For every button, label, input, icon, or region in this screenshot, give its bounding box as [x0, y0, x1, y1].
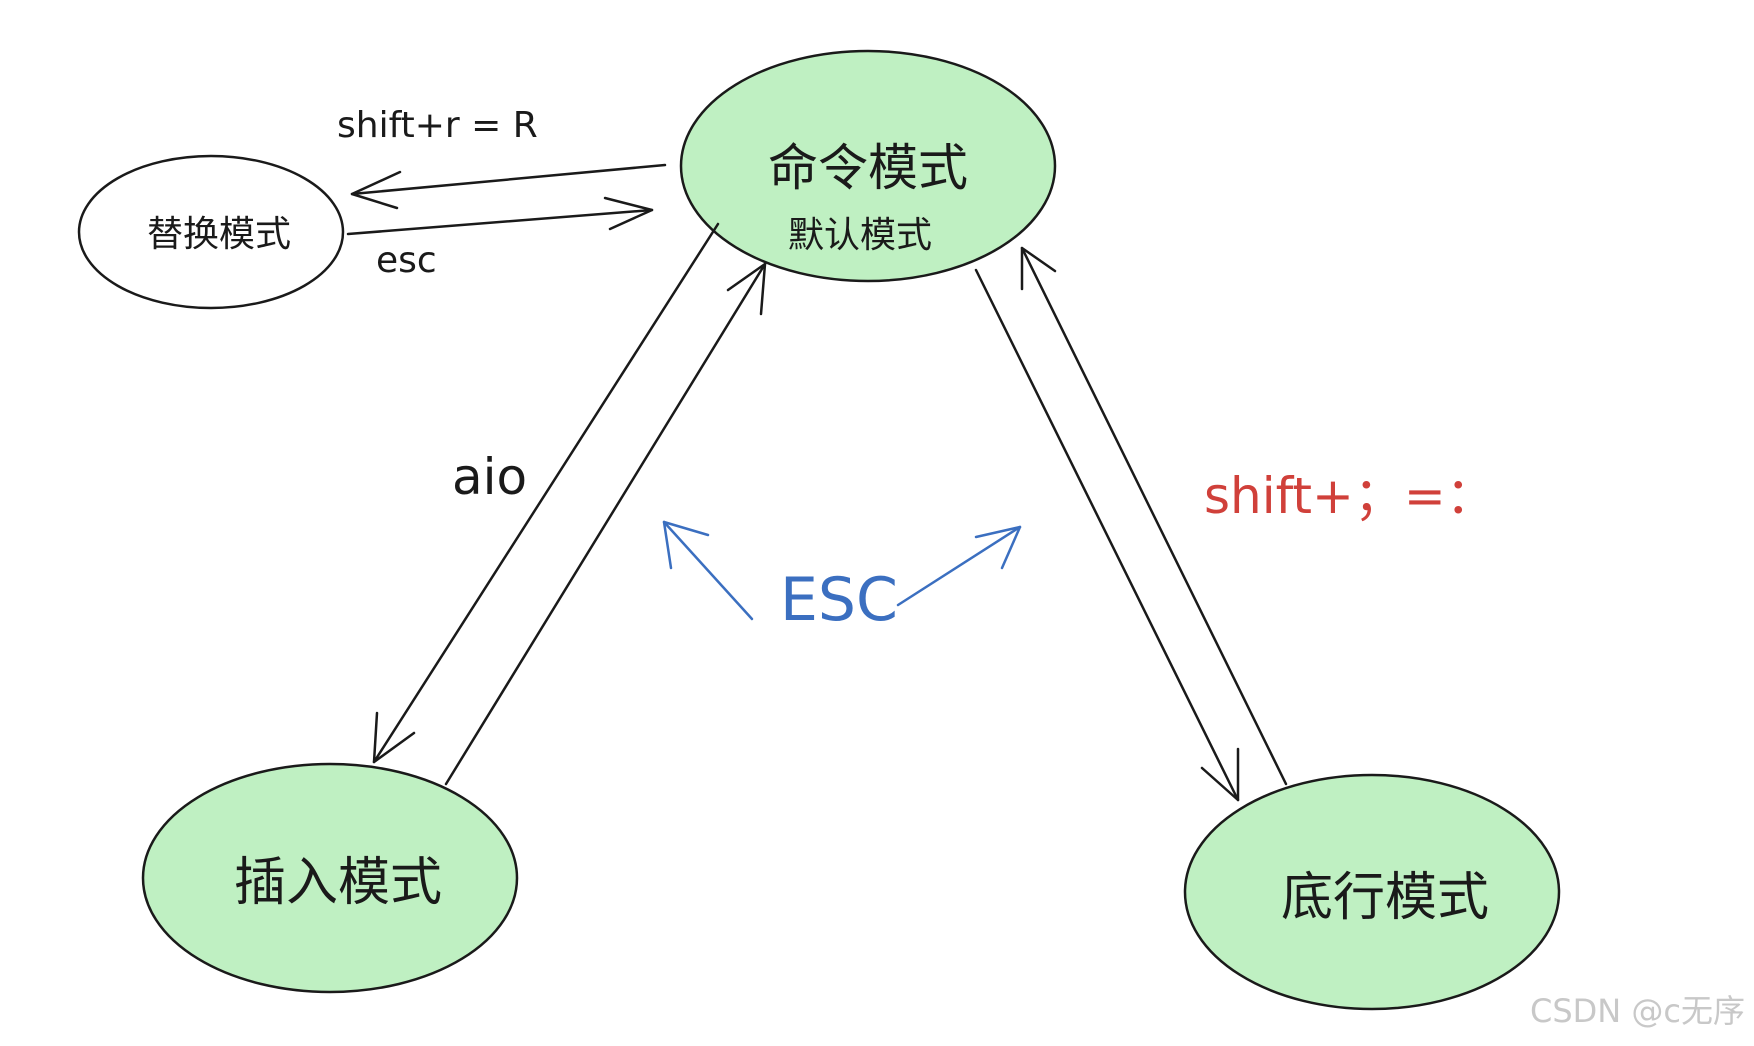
arrow-bottom-to-command [1020, 246, 1288, 786]
arrow-insert-to-command [444, 262, 767, 786]
arrow-command-to-replace [350, 163, 667, 196]
label-to-bottom: shift+；=： [1204, 467, 1496, 525]
arrowhead-insert-to-command [726, 262, 767, 316]
label-from-replace: esc [376, 240, 437, 281]
watermark: CSDN @c无序 [1530, 992, 1745, 1030]
insert-mode-label: 插入模式 [234, 853, 442, 913]
label-to-insert: aio [452, 448, 527, 506]
replace-mode-ellipse [77, 154, 345, 310]
arrowhead-bottom-to-command [1020, 246, 1057, 291]
arrow-replace-to-command [346, 208, 654, 236]
bottom-line-mode-ellipse [1183, 773, 1561, 1011]
insert-mode-ellipse [141, 762, 519, 994]
node-replace-mode: 替换模式 [77, 154, 345, 310]
arrowhead-replace-to-command [603, 196, 654, 231]
arrowhead-command-to-insert [372, 711, 416, 764]
node-bottom-line-mode: 底行模式 [1183, 773, 1561, 1011]
arrowhead-command-to-bottom [1200, 747, 1240, 802]
esc-arrow-right [896, 525, 1022, 607]
label-esc: ESC [780, 565, 898, 635]
command-mode-ellipse [679, 49, 1057, 283]
node-insert-mode: 插入模式 [141, 762, 519, 994]
node-command-mode: 命令模式 默认模式 [679, 49, 1057, 283]
label-to-replace: shift+r = R [337, 105, 538, 146]
esc-arrowhead-right [974, 525, 1022, 570]
esc-arrowhead-left [662, 520, 710, 570]
esc-arrow-left [662, 520, 754, 621]
command-mode-sublabel: 默认模式 [788, 215, 932, 256]
bottom-line-mode-label: 底行模式 [1281, 868, 1489, 928]
arrowhead-command-to-replace [350, 170, 402, 210]
arrow-command-to-bottom [974, 268, 1240, 802]
command-mode-label: 命令模式 [768, 139, 968, 197]
replace-mode-label: 替换模式 [147, 214, 291, 255]
arrow-command-to-insert [372, 222, 720, 764]
